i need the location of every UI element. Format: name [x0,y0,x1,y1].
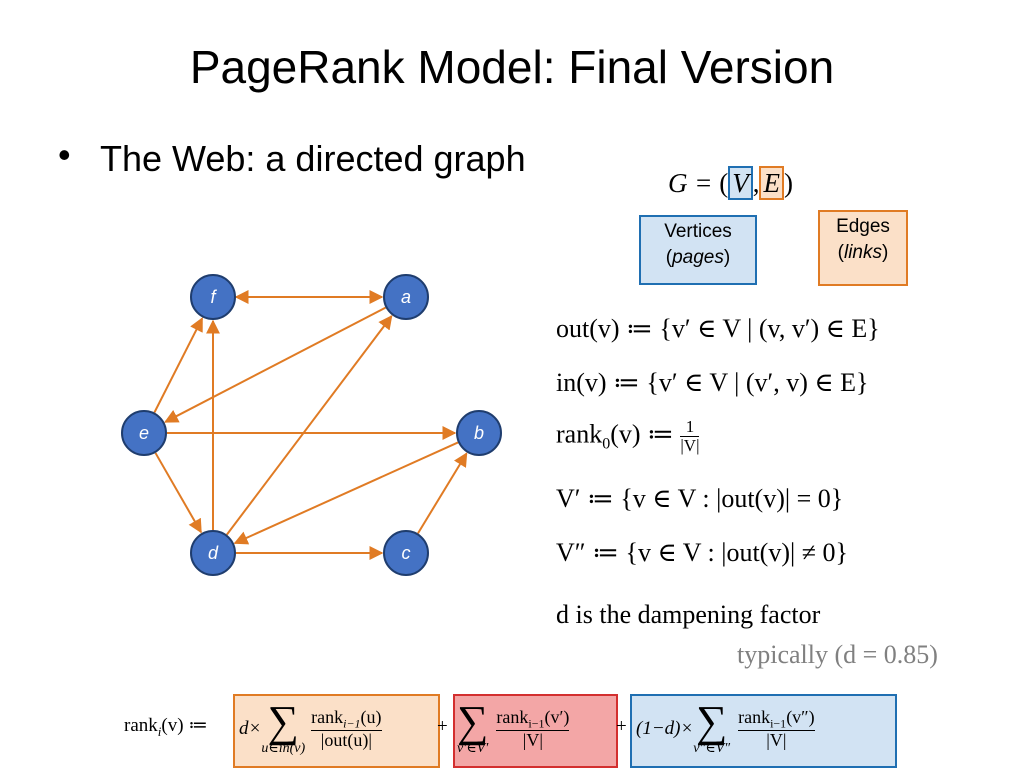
bullet-text: The Web: a directed graph [100,138,526,179]
dampening-text: d is the dampening factor [556,600,821,629]
node-label-d: d [208,543,219,563]
vertices-sub: (pages) [665,247,731,268]
graph-close-paren: ) [783,168,793,198]
edge-d-a [226,315,393,536]
random-jump-term-box: (1−d)× ∑v″∈V″ ranki−1(v″) |V| [630,694,897,768]
inlink-sum: ∑u∈in(v) [261,697,306,756]
graph-nodes: f a e b d c [121,274,502,576]
edge-a-e [164,306,387,423]
graph-comma: , [752,168,760,198]
rank0-numerator: 1 [685,417,695,436]
graph-open-paren: ( [719,168,729,198]
vprime-definition: V′ ≔ {v ∈ V : |out(v)| = 0} [556,484,844,513]
graph-definition: G = (V,E) [668,166,793,200]
random-jump-sum: ∑v″∈V″ [693,697,731,756]
edge-c-b [417,452,468,534]
rank0-definition: rank0(v) ≔ 1 |V| [556,417,700,455]
edges-sub: (links) [837,242,889,263]
vertices-label: Vertices [664,221,732,242]
out-definition: out(v) ≔ {v′ ∈ V | (v, v′) ∈ E} [556,314,880,343]
node-label-f: f [210,287,217,307]
one-minus-d-prefix: (1−d)× [636,718,694,739]
rank0-denominator: |V| [680,435,700,455]
edge-e-f [153,317,204,413]
node-d [190,530,236,576]
node-label-e: e [139,423,149,443]
rank-lhs: ranki(v) ≔ [124,715,208,739]
dangling-sum: ∑v′∈V′ [457,697,489,756]
plus-sign-2: + [616,716,627,737]
inlink-term-box: d× ∑u∈in(v) ranki−1(u) |out(u)| [233,694,440,768]
graph-edges [153,290,468,560]
random-jump-fraction: ranki−1(v″) |V| [738,706,815,751]
vertices-callout: Vertices (pages) [639,215,757,285]
edge-b-d [233,441,459,545]
node-b [456,410,502,456]
in-definition: in(v) ≔ {v′ ∈ V | (v′, v) ∈ E} [556,368,869,397]
edge-e-d [154,452,202,534]
slide-title: PageRank Model: Final Version [189,41,835,93]
node-e [121,410,167,456]
graph-lhs: G = [668,168,720,198]
typical-value-text: typically (d = 0.85) [737,640,938,669]
edges-label: Edges [836,216,890,237]
node-f [190,274,236,320]
node-label-c: c [402,543,411,563]
bullet-marker: • [58,134,71,175]
inlink-fraction: ranki−1(u) |out(u)| [311,706,382,751]
dangling-term-box: ∑v′∈V′ ranki−1(v′) |V| [453,694,618,768]
node-c [383,530,429,576]
node-label-a: a [401,287,411,307]
damping-prefix: d× [239,718,262,739]
vdprime-definition: V″ ≔ {v ∈ V : |out(v)| ≠ 0} [556,538,848,567]
edge-set-symbol: E [759,166,784,200]
dangling-fraction: ranki−1(v′) |V| [496,706,570,751]
node-label-b: b [474,423,484,443]
edges-callout: Edges (links) [818,210,908,286]
vertex-set-symbol: V [728,166,753,200]
plus-sign-1: + [437,716,448,737]
node-a [383,274,429,320]
